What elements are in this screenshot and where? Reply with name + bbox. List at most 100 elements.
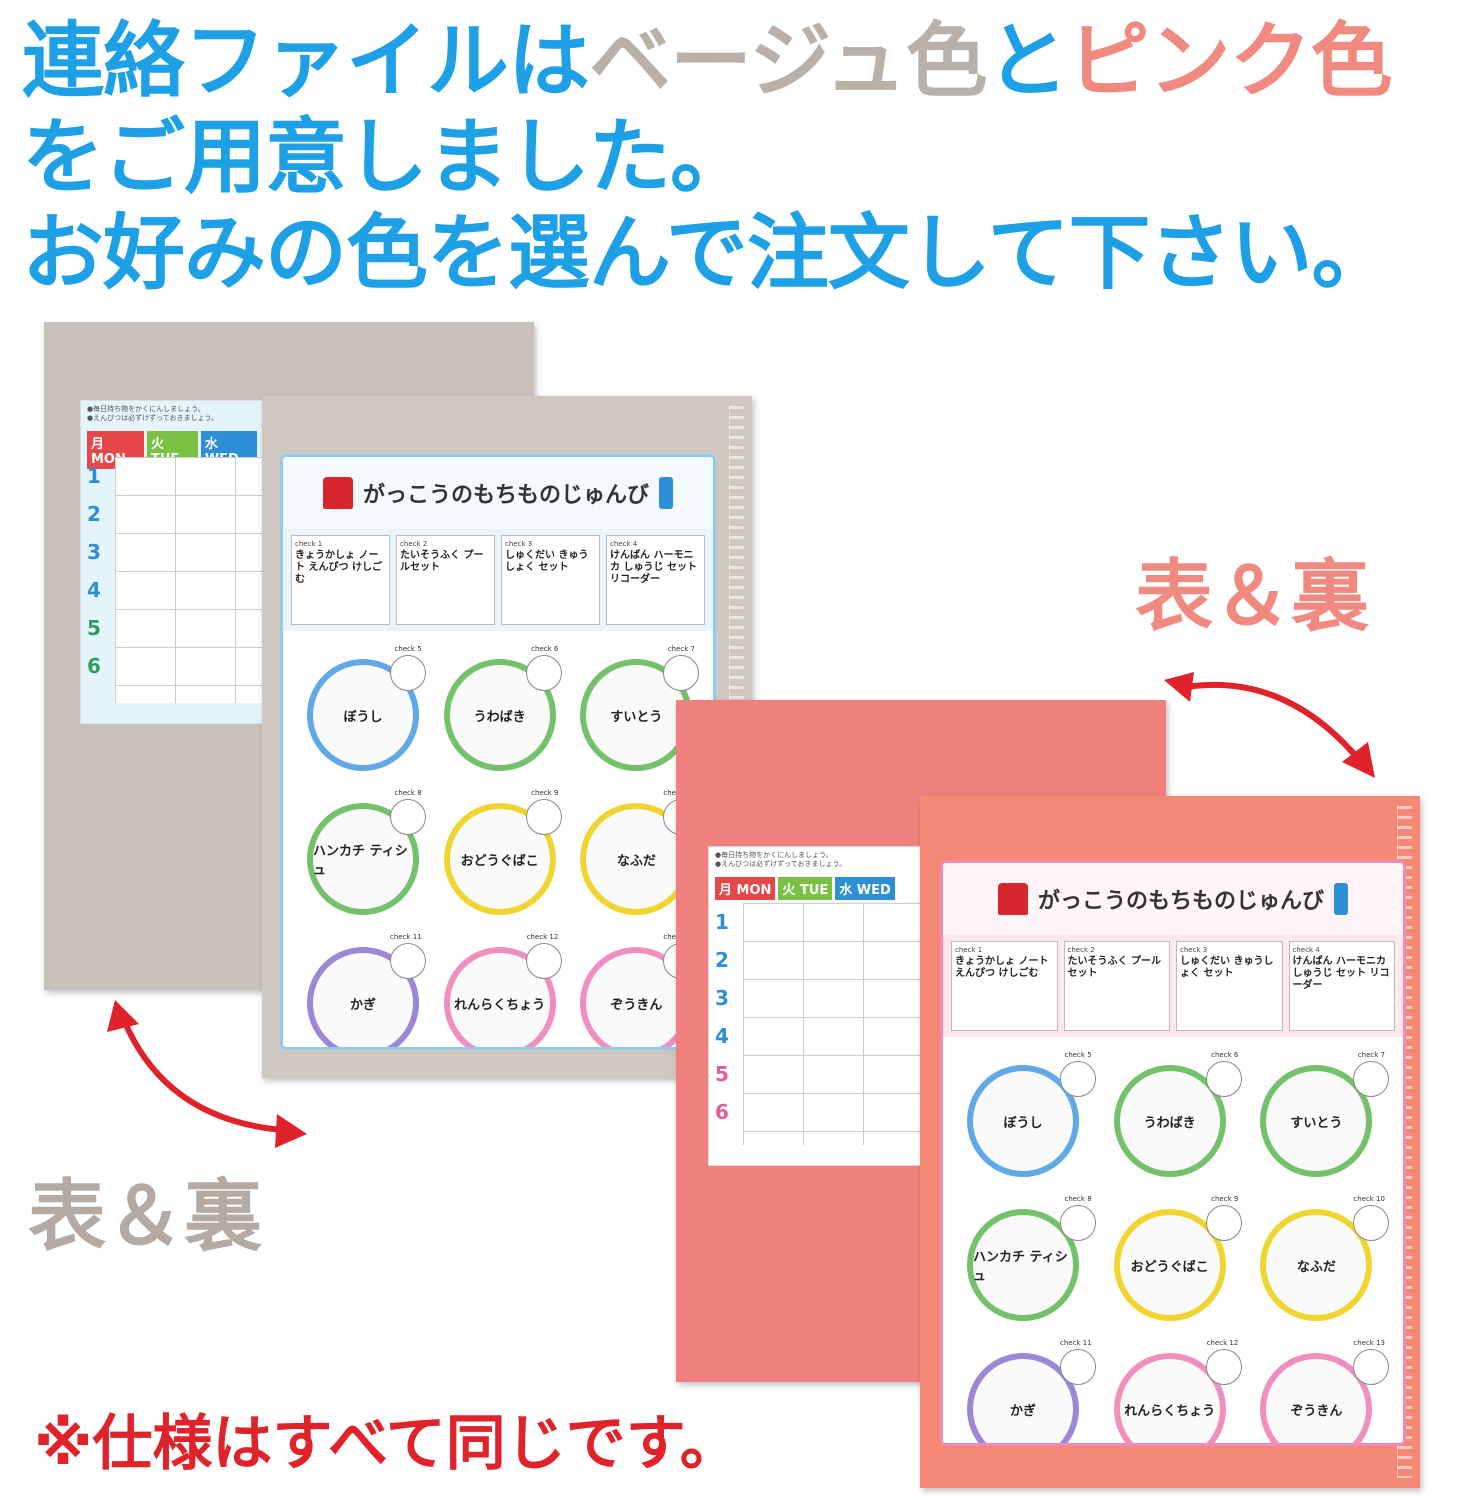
check-label: check 11 [1060,1339,1092,1347]
water-bottle-icon [659,477,673,509]
check-label: check 5 [394,645,422,653]
timetable-note: ●えんぴつは必ずけずっておきましょう。 [715,860,847,868]
double-arrow-icon [1164,672,1375,778]
checklist-top-item: check 4 けんばん ハーモニカ しゅうじ セット リコーダー [1288,941,1395,1031]
check-label: check 11 [390,933,422,941]
school-bag-icon [322,477,353,509]
checklist-circle-item: check 9 おどうぐばこ [1100,1195,1247,1325]
period-number: 2 [87,502,101,526]
headline-line-1: 連絡ファイルはベージュ色とピンク色 [22,14,1452,110]
period-number: 6 [87,654,101,678]
check-label: check 6 [531,645,559,653]
check-label: check 7 [1357,1051,1385,1059]
headline: 連絡ファイルはベージュ色とピンク色 をご用意しました。 お好みの色を選んで注文し… [22,14,1452,302]
day-mon: 月 MON [715,877,776,900]
check-circle [1206,1061,1243,1097]
checklist-top-item: check 3 しゅくだい きゅうしょく セット [501,535,600,625]
check-label: check 3 [505,540,533,548]
headline-text: と [986,14,1069,109]
check-label: check 4 [610,540,638,548]
check-label: check 12 [526,933,559,941]
beige-timetable: ●毎日持ち物をかくにんしましょう。 ●えんぴつは必ずけずっておきましょう。 月 … [80,400,264,724]
check-label: check 12 [1206,1339,1239,1347]
indoor-shoes-item: うわばき [443,659,556,771]
check-label: check 8 [1064,1195,1092,1203]
checklist-top-item: check 3 しゅくだい きゅうしょく セット [1176,941,1283,1031]
item-label: きょうかしょ ノート えんぴつ けしごむ [295,550,382,585]
check-circle [1353,1061,1389,1097]
period-number: 5 [87,616,101,640]
timetable-note: ●えんぴつは必ずけずっておきましょう。 [87,414,219,422]
item-label: しゅくだい きゅうしょく セット [1180,956,1274,979]
check-circle [526,799,563,835]
item-label: しゅくだい きゅうしょく セット [505,550,589,573]
check-circle [526,943,563,979]
day-tue: 火 TUE [778,877,833,900]
indoor-shoes-item: うわばき [1113,1065,1226,1177]
period-number: 6 [715,1100,729,1124]
double-arrow-icon [107,1000,307,1148]
tool-box-item: おどうぐばこ [1113,1209,1226,1321]
checklist-title: がっこうのもちものじゅんび [362,483,649,508]
timetable-note: ●毎日持ち物をかくにんしましょう。 [715,851,833,859]
spec-note: ※仕様はすべて同じです。 [34,1409,740,1479]
timetable-rows: 1 2 3 4 5 6 [715,903,729,1131]
check-label: check 6 [1211,1051,1239,1059]
cleaning-cloth-item: ぞうきん [580,947,693,1047]
check-label: check 13 [1353,1339,1385,1347]
check-label: check 9 [1211,1195,1239,1203]
beige-checklist-card: がっこうのもちものじゅんび check 1 きょうかしょ ノート えんぴつ けしご… [280,454,716,1050]
check-circle [1206,1205,1243,1241]
check-circle [1059,1205,1096,1241]
check-label: check 5 [1064,1051,1092,1059]
headline-text: 連絡ファイルは [22,14,590,109]
check-label: check 4 [1292,946,1320,954]
check-circle [1059,1061,1096,1097]
period-number: 4 [715,1024,729,1048]
check-label: check 8 [394,789,422,797]
timetable-notes: ●毎日持ち物をかくにんしましょう。 ●えんぴつは必ずけずっておきましょう。 [709,847,921,873]
pink-timetable: ●毎日持ち物をかくにんしましょう。 ●えんぴつは必ずけずっておきましょう。 月 … [708,846,922,1166]
headline-line-3: お好みの色を選んで注文して下さい。 [22,206,1393,301]
checklist-circle-item: check 6 うわばき [430,645,567,775]
timetable-grid [115,457,263,703]
period-number: 3 [715,986,729,1010]
check-circle [1206,1349,1243,1385]
period-number: 3 [87,540,101,564]
check-circle [389,655,426,691]
check-label: check 7 [667,645,695,653]
front-back-label-beige: 表＆裏 [28,1172,263,1262]
water-bottle-icon [1334,883,1348,915]
item-label: けんばん ハーモニカ しゅうじ セット リコーダー [1292,956,1390,991]
timetable-days: 月 MON 火 TUE 水 WED [709,873,921,904]
day-wed: 水 WED [835,877,895,900]
timetable-notes: ●毎日持ち物をかくにんしましょう。 ●えんぴつは必ずけずっておきましょう。 [81,401,263,427]
check-circle [526,655,563,691]
front-back-label-pink: 表＆裏 [1135,552,1370,642]
check-label: check 10 [1353,1195,1385,1203]
checklist-top-item: check 1 きょうかしょ ノート えんぴつ けしごむ [291,535,390,625]
checklist-title-bar: がっこうのもちものじゅんび [283,457,713,529]
check-label: check 9 [531,789,559,797]
check-label: check 2 [1067,946,1095,954]
check-label: check 3 [1180,946,1208,954]
check-label: check 1 [295,540,323,548]
